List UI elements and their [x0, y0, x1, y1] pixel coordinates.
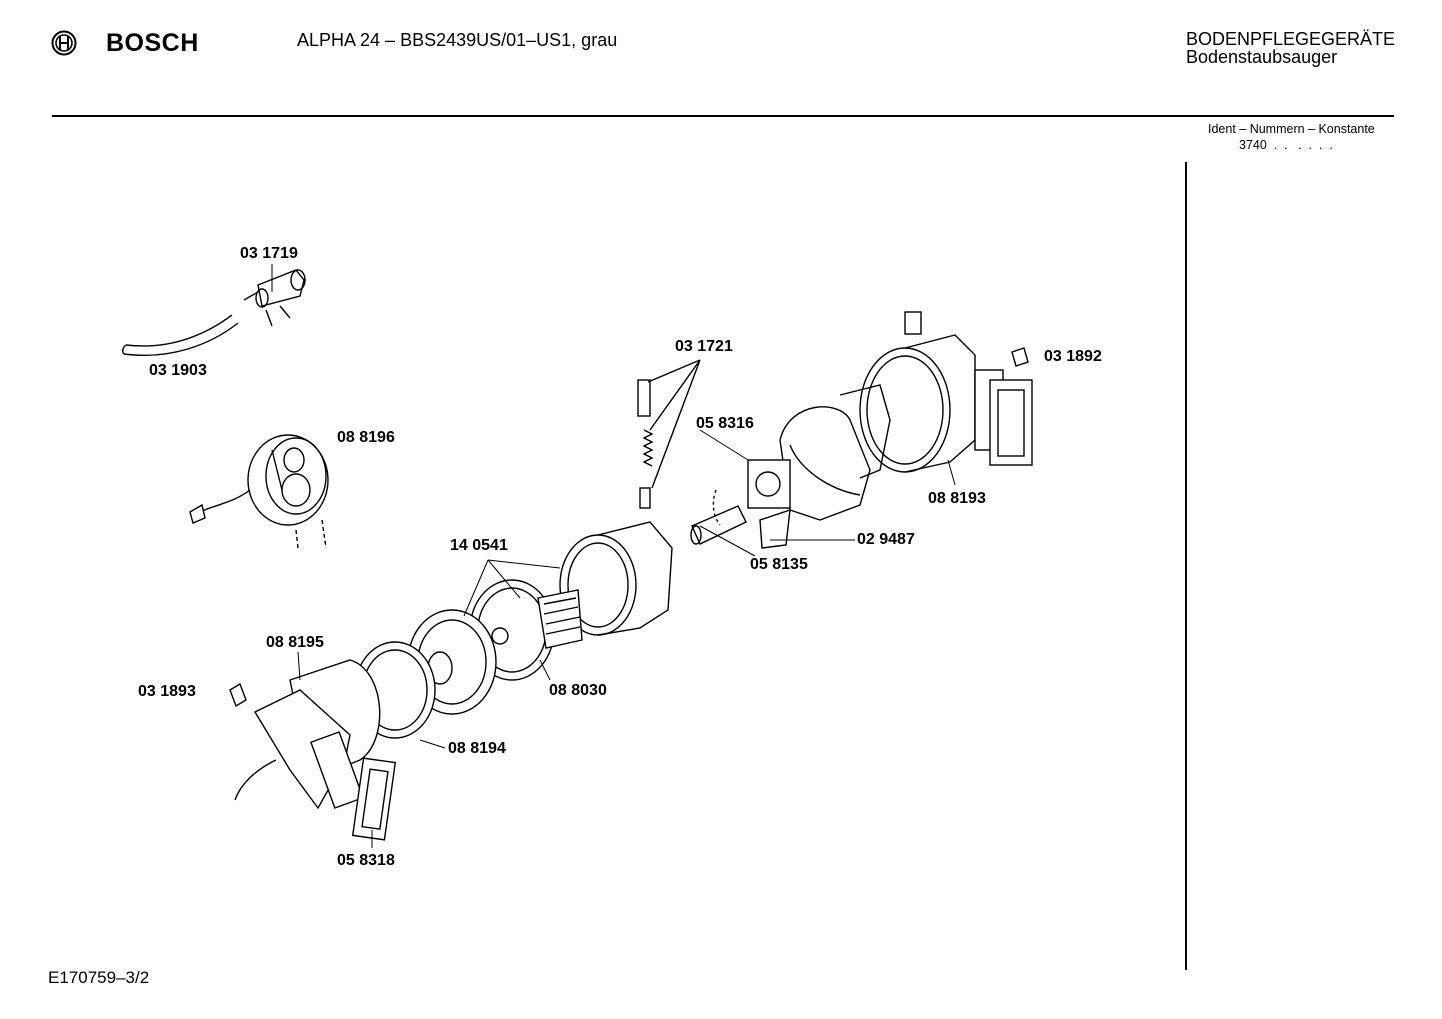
rear-housing-drawing [229, 659, 397, 841]
part-label: 03 1719 [240, 245, 298, 262]
right-margin-rule [1185, 162, 1187, 970]
ident-label: Ident – Nummern – Konstante [1208, 122, 1375, 136]
hose-clamp-drawing [243, 269, 306, 327]
part-label: 03 1721 [675, 338, 733, 355]
bosch-armature-icon [51, 30, 77, 56]
part-label: 05 8316 [696, 415, 754, 432]
part-label: 08 8196 [337, 429, 395, 446]
ident-value: 3740 . . . . . . [1239, 138, 1333, 152]
part-label: 14 0541 [450, 537, 508, 554]
category-title: BODENPFLEGEGERÄTE [1186, 29, 1396, 49]
leader-lines [271, 264, 956, 848]
part-label: 05 8318 [337, 852, 395, 869]
part-label: 03 1893 [138, 683, 196, 700]
brush-holder-drawing [690, 489, 791, 549]
page-title: ALPHA 24 – BBS2439US/01–US1, grau [297, 30, 618, 50]
brand-name: BOSCH [106, 29, 199, 57]
drawing-code: E170759–3/2 [48, 968, 150, 987]
bosch-logo: BOSCH [50, 29, 200, 57]
brush-set-drawing [637, 359, 701, 509]
part-label: 08 8195 [266, 634, 324, 651]
part-label: 02 9487 [857, 531, 915, 548]
hose-drawing [121, 314, 239, 357]
motor-housing-drawing [747, 311, 1033, 521]
part-label: 08 8194 [448, 740, 506, 757]
part-label: 08 8193 [928, 490, 986, 507]
part-label: 08 8030 [549, 682, 607, 699]
part-label: 05 8135 [750, 556, 808, 573]
header-rule [52, 115, 1394, 117]
part-label: 03 1892 [1044, 348, 1102, 365]
part-label: 03 1903 [149, 362, 207, 379]
cord-reel-drawing [189, 434, 329, 549]
subcategory-title: Bodenstaubsauger [1186, 47, 1338, 67]
